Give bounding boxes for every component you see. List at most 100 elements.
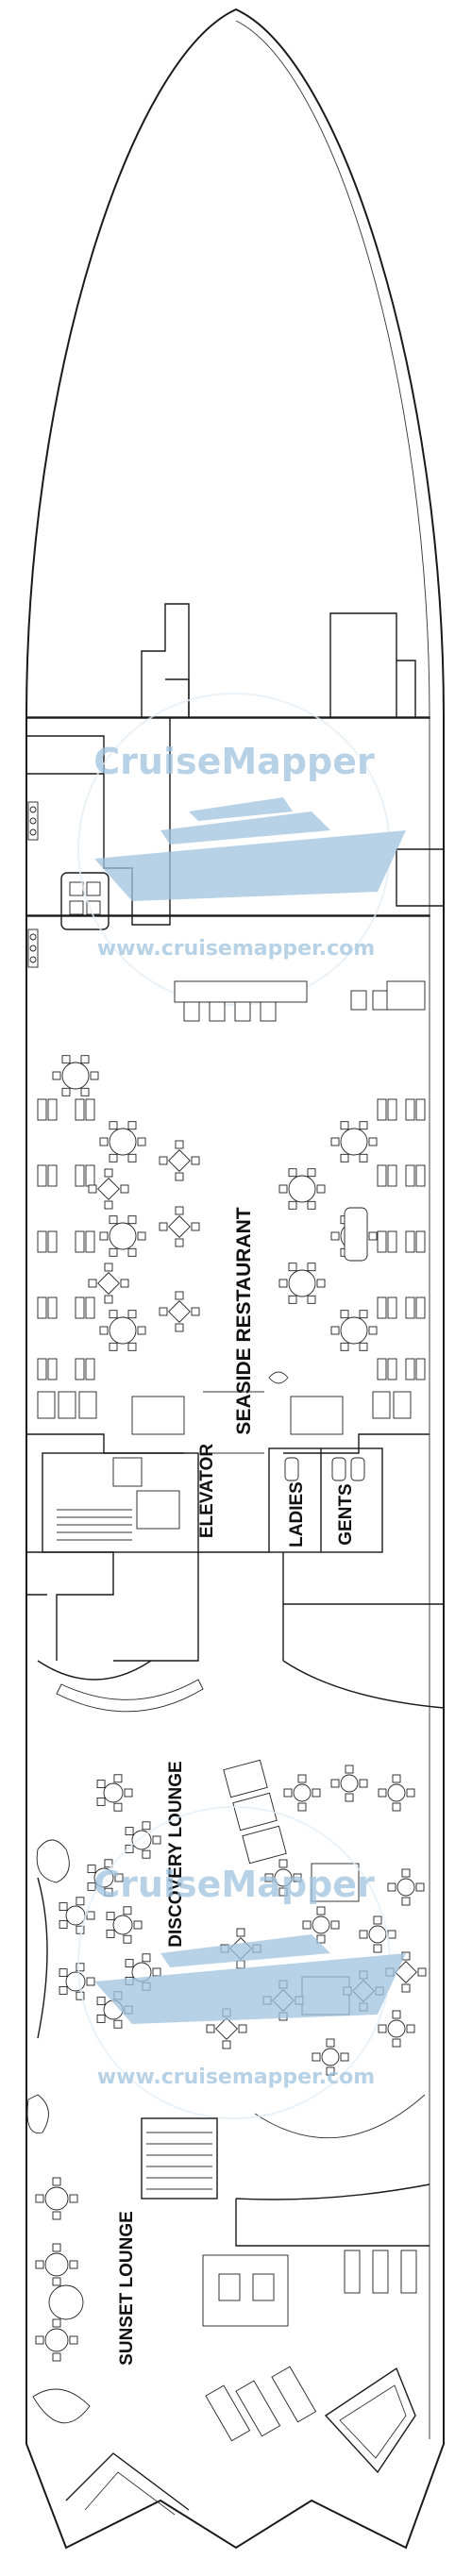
chair: [75, 1098, 85, 1121]
watermark-url-top: www.cruisemapper.com: [97, 937, 375, 961]
chair: [109, 1247, 118, 1257]
chair: [106, 1912, 115, 1921]
lounge-square-group: [206, 2008, 247, 2049]
chair: [378, 1788, 387, 1798]
chair: [35, 2194, 44, 2203]
chair: [387, 1164, 397, 1187]
chair: [142, 1849, 151, 1859]
chair: [75, 1230, 85, 1253]
chair: [288, 1295, 297, 1304]
booth: [37, 1164, 58, 1187]
chair: [37, 1230, 47, 1253]
table-square: [97, 1178, 120, 1200]
chair: [85, 1296, 95, 1319]
chair: [85, 1230, 95, 1253]
chair: [109, 1153, 118, 1163]
chair: [368, 1326, 378, 1335]
booth: [37, 1358, 58, 1380]
chair: [86, 1911, 95, 1920]
table-square-group: [159, 1291, 200, 1332]
chair: [405, 1230, 415, 1253]
chair: [47, 1098, 58, 1121]
chair: [69, 2194, 78, 2203]
lounge-bar-curve: [254, 2094, 426, 2139]
chair: [316, 1934, 326, 1944]
chair: [345, 1793, 354, 1802]
chair: [406, 2024, 415, 2033]
chair: [104, 1859, 113, 1868]
chair: [87, 1882, 96, 1891]
chair: [137, 1326, 146, 1335]
chair: [90, 1071, 99, 1080]
table-round: [44, 2252, 69, 2277]
chair: [264, 1873, 274, 1882]
chair: [104, 1263, 113, 1272]
table-round: [274, 1868, 293, 1887]
chair: [278, 1184, 288, 1194]
lounge-table-group: [359, 1915, 396, 1953]
chair: [302, 1920, 312, 1930]
chair: [288, 1168, 297, 1178]
chair: [61, 1055, 71, 1064]
table-round: [103, 1782, 124, 1803]
chair: [307, 1295, 316, 1304]
chair: [142, 1953, 151, 1963]
chair: [405, 1358, 415, 1380]
chair: [109, 1342, 118, 1351]
chair: [59, 1968, 68, 1978]
table-round: [65, 1905, 86, 1926]
booth: [75, 1098, 95, 1121]
hull-outline: [25, 8, 445, 2550]
chair: [114, 1873, 124, 1882]
booth: [377, 1164, 397, 1187]
lounge-table-group: [106, 1906, 143, 1944]
lounge-table-group: [330, 1765, 368, 1802]
chair: [359, 1310, 368, 1319]
watermark-top: CruiseMapper www.cruisemapper.com: [77, 693, 406, 1006]
chair: [47, 1164, 58, 1187]
chair: [127, 1247, 137, 1257]
table-round: [340, 1316, 368, 1345]
chair: [236, 1960, 245, 1969]
chair: [52, 2352, 61, 2362]
sunset-round-sofa: [48, 2284, 84, 2320]
chair: [47, 1230, 58, 1253]
chair: [293, 1873, 302, 1882]
chair: [175, 1323, 184, 1332]
chair: [307, 1168, 316, 1178]
chair: [406, 1788, 415, 1798]
chair: [88, 1279, 97, 1288]
chair: [387, 1930, 396, 1939]
chair: [159, 1222, 168, 1231]
booth: [377, 1098, 397, 1121]
table-round: [396, 1878, 415, 1897]
lounge-sofa: [36, 1839, 70, 1883]
watermark-brand-top: CruiseMapper: [93, 741, 375, 782]
chair: [316, 1906, 326, 1915]
chair: [104, 1200, 113, 1210]
booth: [377, 1358, 397, 1380]
chair: [405, 1098, 415, 1121]
chair: [76, 1963, 85, 1972]
chair: [47, 1358, 58, 1380]
chair: [175, 1172, 184, 1181]
booth: [37, 1296, 58, 1319]
chair: [401, 1983, 411, 1993]
chair: [124, 1788, 133, 1798]
restaurant-furniture: [37, 1055, 426, 1380]
booth: [75, 1296, 95, 1319]
chair: [377, 1358, 387, 1380]
chair: [415, 1164, 426, 1187]
chair: [415, 1882, 425, 1892]
watermark-url-bottom: www.cruisemapper.com: [97, 2066, 375, 2089]
chair: [76, 1897, 85, 1906]
chair: [125, 1827, 134, 1836]
lounge-table-group: [387, 1868, 425, 1906]
table-round: [131, 1830, 152, 1850]
chair: [222, 2040, 231, 2049]
chair: [127, 1153, 137, 1163]
chair: [377, 1230, 387, 1253]
chair: [297, 1774, 307, 1783]
table-square: [97, 1272, 120, 1295]
chair: [75, 1164, 85, 1187]
